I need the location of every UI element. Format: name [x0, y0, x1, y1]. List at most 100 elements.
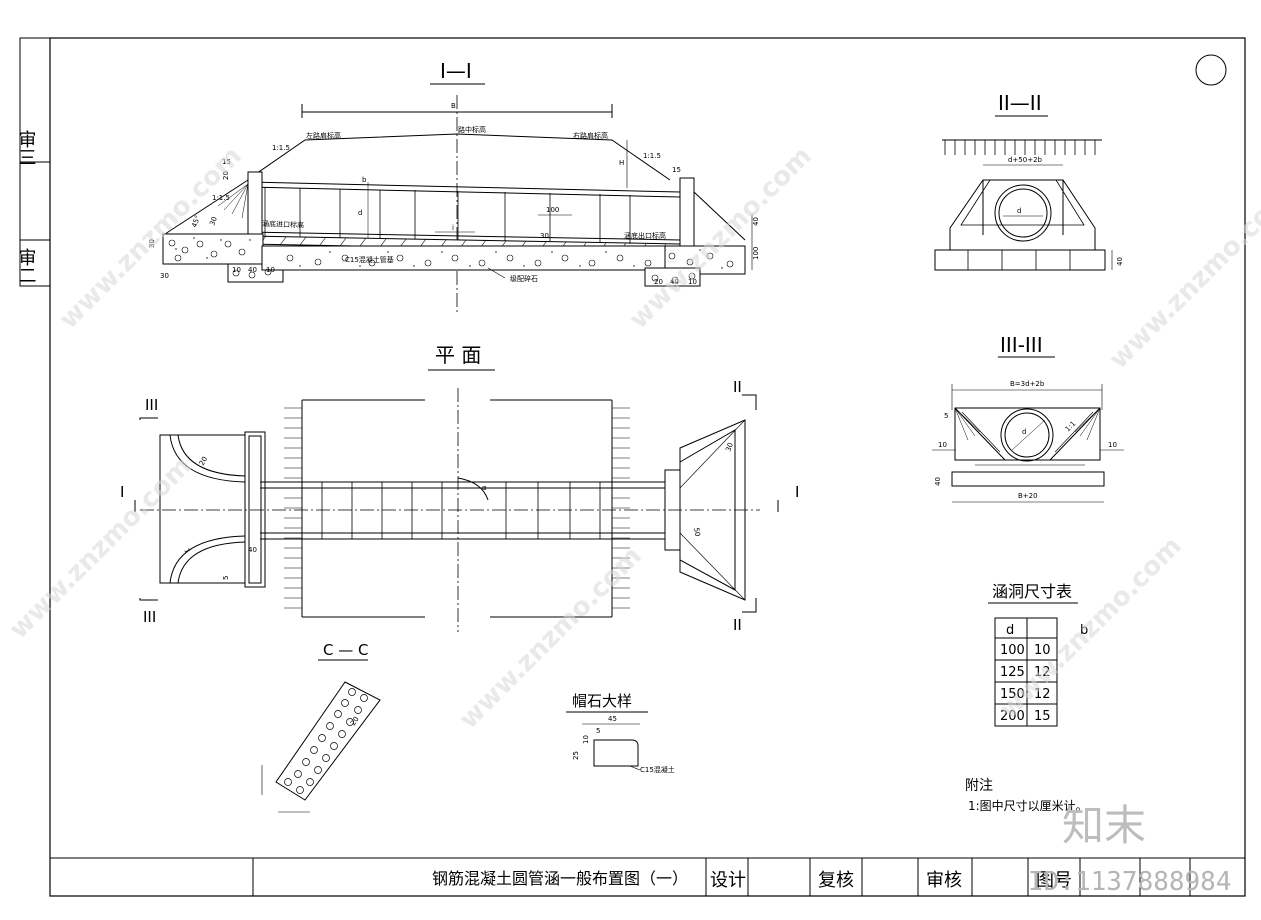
cc-d20: 20	[349, 715, 361, 727]
concrete-pipe-label: C15混凝土管基	[345, 255, 394, 264]
dim-30b: 30	[160, 272, 169, 280]
table-cell: 12	[1034, 665, 1051, 680]
plan-title: 平 面	[435, 343, 481, 367]
drawing-name: 钢筋混凝土圆管涵一般布置图（一）	[432, 869, 688, 888]
plan-view: 平 面	[120, 343, 799, 634]
margin-tab-lower: 审二	[16, 248, 37, 284]
table-header-b: b	[1080, 623, 1088, 638]
dim-10b: 10	[266, 266, 275, 274]
tb-audit: 审核	[926, 870, 962, 891]
s2-d: d	[1017, 207, 1021, 215]
section-title-III: III-III	[1000, 333, 1043, 357]
culvert-size-table: 涵洞尺寸表 d b 100 10 125 12 150 12 200 15	[988, 582, 1088, 727]
inlet-label: 涵底进口标高	[262, 219, 304, 229]
notes-line1: 1:图中尺寸以厘米计。	[968, 798, 1088, 813]
angle-45: 45°	[190, 214, 202, 228]
watermark-logo: 知末	[1062, 801, 1146, 850]
table-cell: 12	[1034, 687, 1051, 702]
dim-40b: 40	[248, 266, 257, 274]
plan-d30: 30	[724, 442, 735, 453]
dim-B: B	[451, 102, 456, 110]
dim-10r: 10	[688, 278, 697, 286]
H-label: H	[619, 159, 624, 167]
cut-I-left: I	[120, 483, 124, 501]
pipe-circle-III	[1000, 408, 1054, 462]
section-I-I: I—I B 左路肩标高 路中标高 右路肩标高 1:1.5 1:1.5 1:1.5…	[148, 59, 760, 315]
plan-d20: 20	[198, 455, 209, 467]
tb-design: 设计	[710, 870, 746, 891]
i-label: i	[452, 224, 454, 232]
watermark-text: www.znzmo.com	[994, 531, 1188, 725]
sheet-circle	[1195, 54, 1227, 86]
cap-concrete: C15混凝土	[640, 765, 675, 774]
s3-s10r: 10	[1108, 441, 1117, 449]
left-shoulder-label: 左路肩标高	[306, 131, 341, 140]
table-title: 涵洞尺寸表	[992, 582, 1072, 601]
slope-left: 1:1.5	[272, 144, 290, 152]
dim-10a: 10	[232, 266, 241, 274]
cap-c5: 5	[596, 727, 600, 735]
table-cell: 100	[1000, 643, 1025, 658]
watermark-id: ID:1137888984	[1028, 867, 1232, 897]
right-shoulder-label: 右路肩标高	[573, 131, 608, 140]
cut-II-bot: II	[733, 616, 742, 634]
section-C-C: C — C 20	[261, 641, 381, 813]
tb-figure-no: 图号	[1036, 870, 1072, 891]
tb-review: 复核	[818, 870, 854, 891]
title-block: 钢筋混凝土圆管涵一般布置图（一） 设计 复核 审核 图号	[50, 857, 1245, 896]
dim-40: 40	[752, 217, 760, 226]
table-cell: 150	[1000, 687, 1025, 702]
alpha-label: α	[482, 484, 487, 492]
s2-top-dim: d+50+2b	[1008, 156, 1043, 164]
plan-d5: 5	[222, 576, 230, 580]
notes-title: 附注	[965, 778, 993, 794]
outlet-label: 涵底出口标高	[624, 231, 666, 240]
dim-100r: 100	[752, 247, 760, 260]
dim-30c: 30	[148, 239, 156, 248]
s3-s5: 5	[944, 412, 948, 420]
cap-w45: 45	[608, 715, 617, 723]
cut-II-top: II	[733, 378, 742, 396]
section-III-III: III-III B=3d+2b d 5 10 10 1:1 40 B+20	[932, 333, 1124, 503]
s3-s10l: 10	[938, 441, 947, 449]
cap-title: 帽石大样	[572, 692, 632, 710]
center-label: 路中标高	[458, 125, 486, 134]
slope-right: 1:1.5	[643, 152, 661, 160]
plan-d1: 1	[182, 547, 191, 555]
dim-15l: 15	[222, 158, 231, 166]
section-title-CC: C — C	[323, 641, 368, 659]
section-II-II: II—II d+50+2b d 40	[934, 91, 1124, 271]
cut-III-top: III	[145, 396, 158, 414]
d-label: d	[358, 209, 362, 217]
table-cell: 125	[1000, 665, 1025, 680]
plan-d50: 50	[692, 527, 701, 537]
table-header-d: d	[1006, 623, 1014, 638]
gravel-label: 级配碎石	[510, 274, 538, 283]
table-cell: 200	[1000, 709, 1025, 724]
cut-I-right: I	[795, 483, 799, 501]
margin-tab-upper: 审三	[16, 130, 37, 166]
plan-d40: 40	[248, 546, 257, 554]
dim-30: 30	[540, 232, 549, 240]
dim-100: 100	[546, 206, 559, 214]
table-cell: 15	[1034, 709, 1051, 724]
dim-40r: 40	[670, 278, 679, 286]
cap-c10: 10	[582, 735, 590, 744]
pipe-circle-II	[994, 184, 1052, 242]
dim-20: 20	[222, 171, 230, 180]
b-label: b	[362, 176, 367, 184]
cut-III-bot: III	[143, 608, 156, 626]
table-cell: 10	[1034, 643, 1051, 658]
dim-15r: 15	[672, 166, 681, 174]
section-title-I: I—I	[440, 59, 472, 83]
cap-stone-detail: 帽石大样 45 25 10 5 C15混凝土	[566, 692, 675, 774]
dim-30l: 30	[208, 216, 219, 227]
outer-frame	[49, 37, 1246, 897]
cap-h25: 25	[572, 751, 580, 760]
watermark-text: www.znzmo.com	[4, 451, 198, 645]
s3-d: d	[1022, 428, 1026, 436]
s3-B-bot: B+20	[1018, 492, 1038, 500]
s3-B-top: B=3d+2b	[1010, 380, 1045, 388]
s2-dim-40: 40	[1116, 257, 1124, 266]
